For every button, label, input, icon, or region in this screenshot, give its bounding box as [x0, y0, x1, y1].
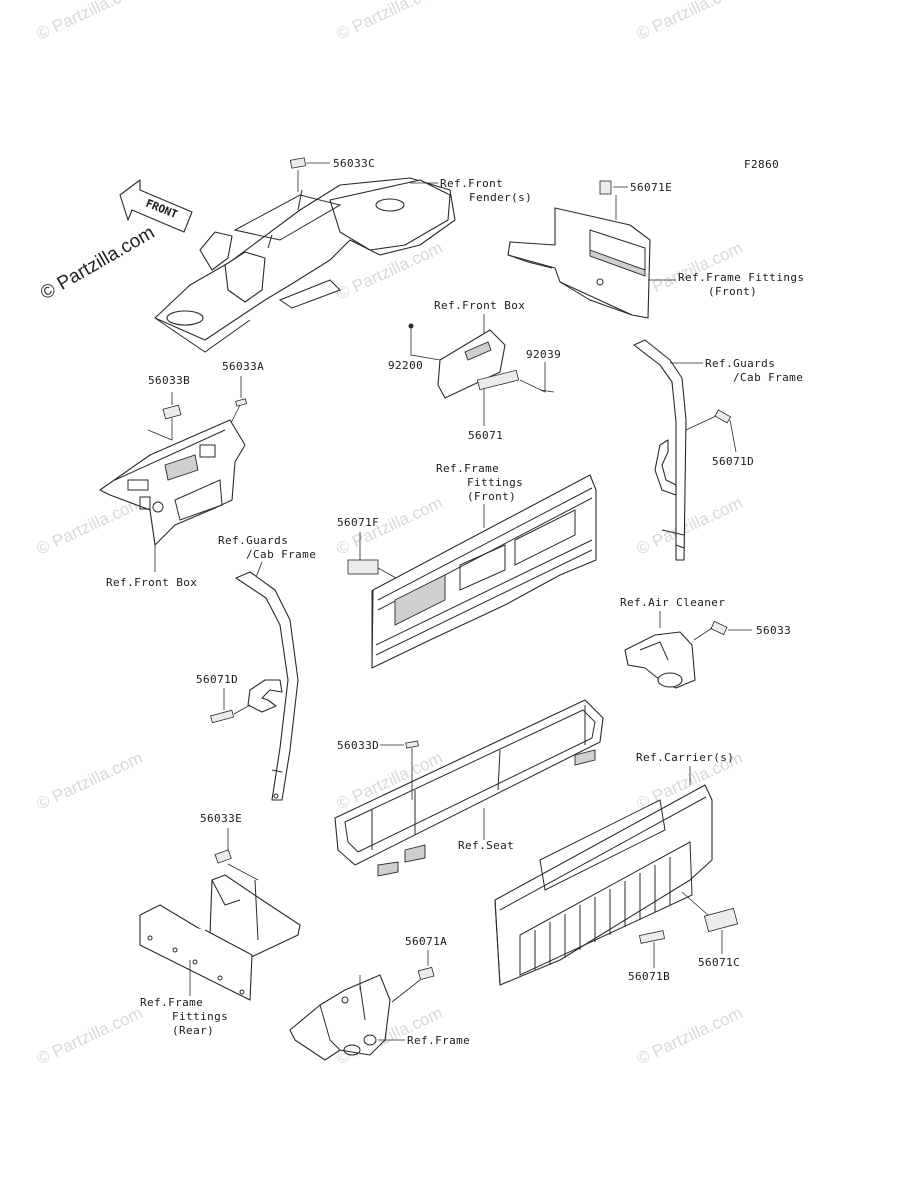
ref-frame-fittings-front: Ref.Frame Fittings [678, 271, 804, 284]
part-number-56033: 56033 [756, 624, 791, 637]
ref-carrier: Ref.Carrier(s) [636, 751, 734, 764]
decal-56071c [703, 907, 739, 933]
part-number-56071d-right: 56071D [712, 455, 754, 468]
air-cleaner-part [624, 631, 696, 689]
part-number-92039: 92039 [526, 348, 561, 361]
screw-92200 [408, 323, 414, 329]
ref-seat: Ref.Seat [458, 839, 514, 852]
front-box-panel [437, 329, 506, 399]
frame-part [289, 974, 391, 1061]
part-number-56033a: 56033A [222, 360, 264, 373]
cab-frame-guard-right [633, 339, 687, 561]
decal-56071a [417, 966, 435, 981]
watermark: © Partzilla.com [634, 493, 746, 559]
part-number-56033d: 56033D [337, 739, 379, 752]
frame-fittings-rear-part [139, 874, 301, 1001]
ref-frame-fittings-rear-line3: (Rear) [172, 1024, 214, 1037]
ref-guards-left-line2: /Cab Frame [246, 548, 316, 561]
ref-frame-fittings-mid: Ref.Frame [436, 462, 499, 475]
decal-56071 [476, 369, 520, 391]
seat-frame [334, 699, 604, 877]
watermark: © Partzilla.com [634, 1003, 746, 1069]
ref-guards-right: Ref.Guards [705, 357, 775, 370]
carrier-part [494, 784, 713, 986]
ref-frame: Ref.Frame [407, 1034, 470, 1047]
ref-frame-fittings-front-line2: (Front) [708, 285, 757, 298]
diagram-code: F2860 [744, 158, 779, 171]
watermark: © Partzilla.com [34, 493, 146, 559]
decal-56033e [214, 849, 232, 864]
decal-56071d-right [714, 409, 732, 424]
watermark: © Partzilla.com [634, 0, 746, 44]
decal-56033d [405, 740, 419, 749]
part-number-56071a: 56071A [405, 935, 447, 948]
part-number-56033e: 56033E [200, 812, 242, 825]
part-number-92200: 92200 [388, 359, 423, 372]
cab-frame-guard-left [235, 571, 299, 801]
watermark: © Partzilla.com [34, 0, 146, 44]
decal-56071d-left [210, 709, 235, 724]
part-number-56071e: 56071E [630, 181, 672, 194]
part-number-56071f: 56071F [337, 516, 379, 529]
part-number-56033b: 56033B [148, 374, 190, 387]
front-arrow-icon: FRONT [119, 179, 193, 233]
part-number-56071: 56071 [468, 429, 503, 442]
ref-front-box-left: Ref.Front Box [106, 576, 197, 589]
ref-frame-fittings-rear-line2: Fittings [172, 1010, 228, 1023]
decal-56033a [235, 398, 248, 407]
frame-fittings-front-panel [371, 474, 597, 669]
ref-front-fender: Ref.Front [440, 177, 503, 190]
ref-frame-fittings-mid-line2: Fittings [467, 476, 523, 489]
front-fender-assembly [154, 177, 456, 353]
part-number-56033c: 56033C [333, 157, 375, 170]
ref-air-cleaner: Ref.Air Cleaner [620, 596, 725, 609]
decal-56071f [347, 559, 379, 575]
part-number-56071b: 56071B [628, 970, 670, 983]
decal-56071b [638, 930, 666, 944]
ref-guards-right-line2: /Cab Frame [733, 371, 803, 384]
watermark: © Partzilla.com [334, 0, 446, 44]
part-number-56071c: 56071C [698, 956, 740, 969]
decal-56033c [289, 157, 307, 169]
part-number-56071d-left: 56071D [196, 673, 238, 686]
ref-front-fender-line2: Fender(s) [469, 191, 532, 204]
ref-frame-fittings-mid-line3: (Front) [467, 490, 516, 503]
watermark-logo: © Partzilla.com [37, 222, 158, 304]
ref-front-box-top: Ref.Front Box [434, 299, 525, 312]
decal-56071e [599, 180, 612, 195]
watermark: © Partzilla.com [34, 748, 146, 814]
front-box-dashboard [99, 419, 246, 546]
watermark: © Partzilla.com [34, 1003, 146, 1069]
decal-56033 [710, 620, 728, 636]
decal-56033b [162, 404, 182, 420]
ref-frame-fittings-rear: Ref.Frame [140, 996, 203, 1009]
frame-fittings-front-part [507, 207, 651, 319]
ref-guards-left: Ref.Guards [218, 534, 288, 547]
